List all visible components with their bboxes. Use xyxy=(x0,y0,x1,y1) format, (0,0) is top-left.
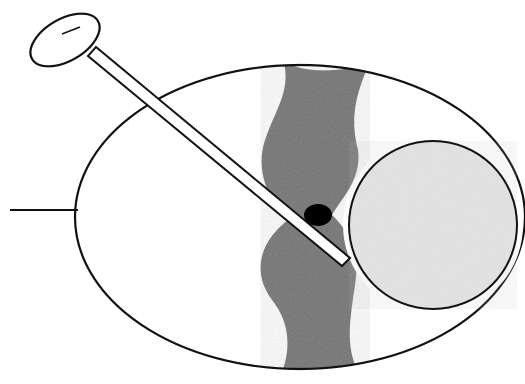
pin-head xyxy=(22,3,109,77)
